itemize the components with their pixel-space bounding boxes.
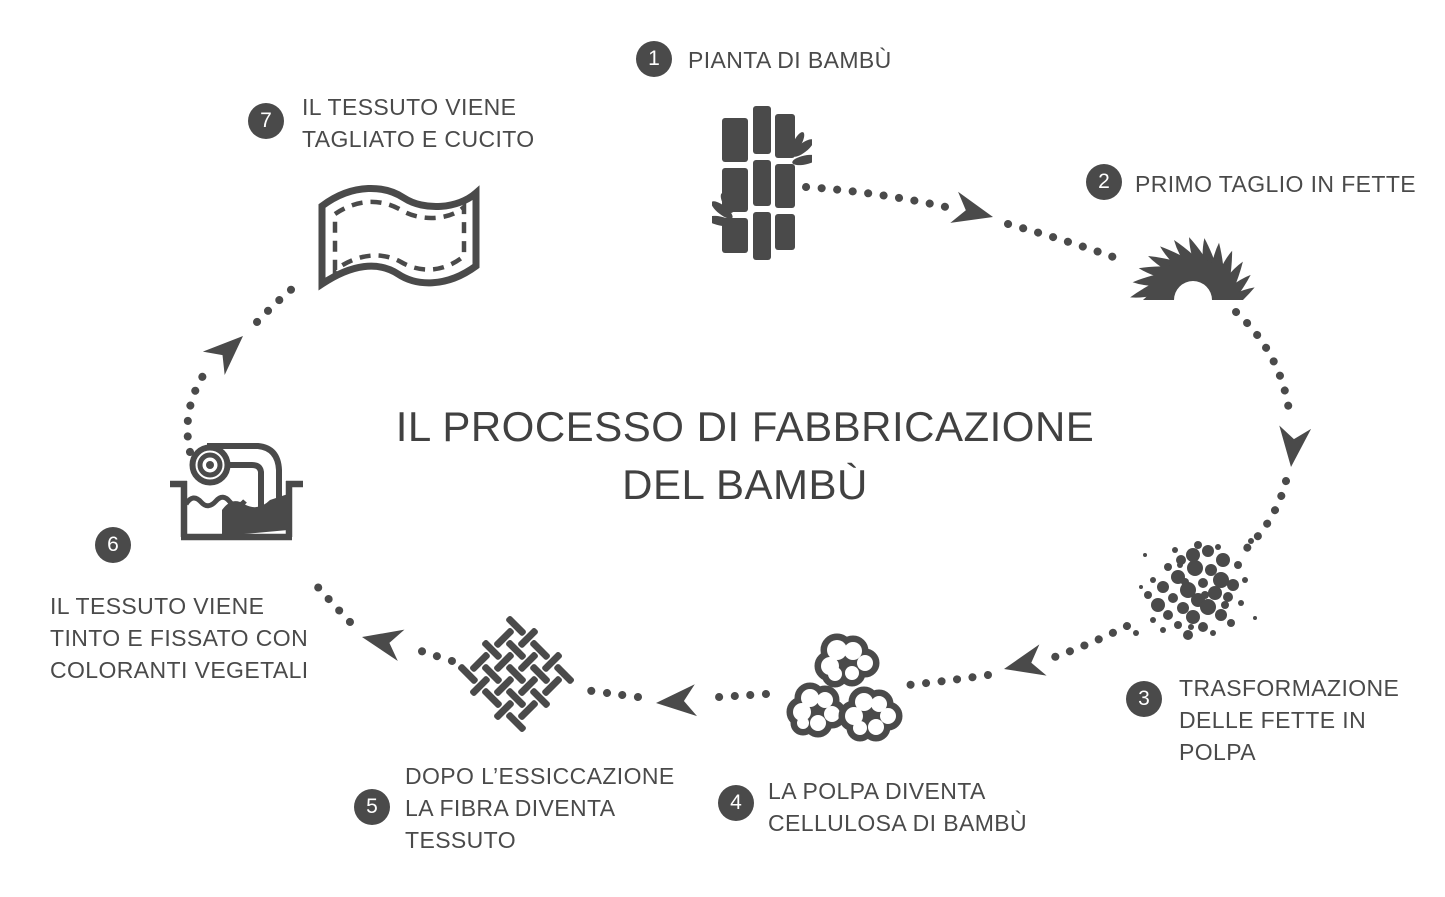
step-4-number: 4 xyxy=(730,791,742,814)
step-2-badge: 2 xyxy=(1086,164,1122,200)
step-2-number: 2 xyxy=(1098,170,1110,193)
connector-2-3-dots xyxy=(1232,308,1294,422)
step-4-label: LA POLPA DIVENTA CELLULOSA DI BAMBÙ xyxy=(768,778,1028,836)
arrowhead-2-3 xyxy=(1275,425,1312,469)
cellulose-clouds-icon xyxy=(786,633,903,742)
connector-5-6-dots xyxy=(408,644,456,665)
step-3-number: 3 xyxy=(1138,687,1150,710)
step-5-number: 5 xyxy=(366,795,378,818)
connector-3-4-dots xyxy=(1045,622,1131,663)
arrowhead-3-4 xyxy=(1000,644,1047,685)
connector-1-2-dots xyxy=(802,183,950,211)
connector-6-7-dots xyxy=(183,363,213,456)
diagram-title-line1: IL PROCESSO DI FABBRICAZIONE xyxy=(395,403,1095,450)
step-7-badge: 7 xyxy=(248,103,284,139)
diagram-title: IL PROCESSO DI FABBRICAZIONE DEL BAMBÙ xyxy=(385,398,1105,514)
arrowhead-4-5 xyxy=(654,684,698,719)
pulp-cluster-icon xyxy=(1133,538,1257,640)
step-7-label: IL TESSUTO VIENE TAGLIATO E CUCITO xyxy=(302,94,535,152)
arrowhead-5-6 xyxy=(358,621,405,661)
step-5-badge: 5 xyxy=(354,789,390,825)
step-4-badge: 4 xyxy=(718,785,754,821)
woven-fabric-icon xyxy=(458,616,574,732)
step-3-label: TRASFORMAZIONE DELLE FETTE IN POLPA xyxy=(1179,675,1400,765)
step-2-label: PRIMO TAGLIO IN FETTE xyxy=(1135,171,1417,197)
dye-vat-icon xyxy=(170,443,303,541)
connector-4-5-dots xyxy=(700,690,770,702)
step-1-number: 1 xyxy=(648,47,660,70)
step-1-label: PIANTA DI BAMBÙ xyxy=(688,47,892,73)
circular-saw-icon xyxy=(1130,237,1255,300)
step-3-badge: 3 xyxy=(1126,681,1162,717)
diagram-title-line2: DEL BAMBÙ xyxy=(622,461,868,508)
step-1-badge: 1 xyxy=(636,41,672,77)
step-7-number: 7 xyxy=(260,109,272,132)
step-6-label: IL TESSUTO VIENE TINTO E FISSATO CON COL… xyxy=(50,593,309,683)
step-6-badge: 6 xyxy=(95,527,131,563)
arrowhead-6-7 xyxy=(202,324,254,375)
cut-sewn-fabric-icon xyxy=(318,185,480,291)
step-5-label: DOPO L’ESSICCAZIONE LA FIBRA DIVENTA TES… xyxy=(405,763,675,853)
bamboo-plant-icon xyxy=(712,106,812,260)
arrowhead-1-2 xyxy=(950,191,997,233)
step-6-number: 6 xyxy=(107,533,119,556)
